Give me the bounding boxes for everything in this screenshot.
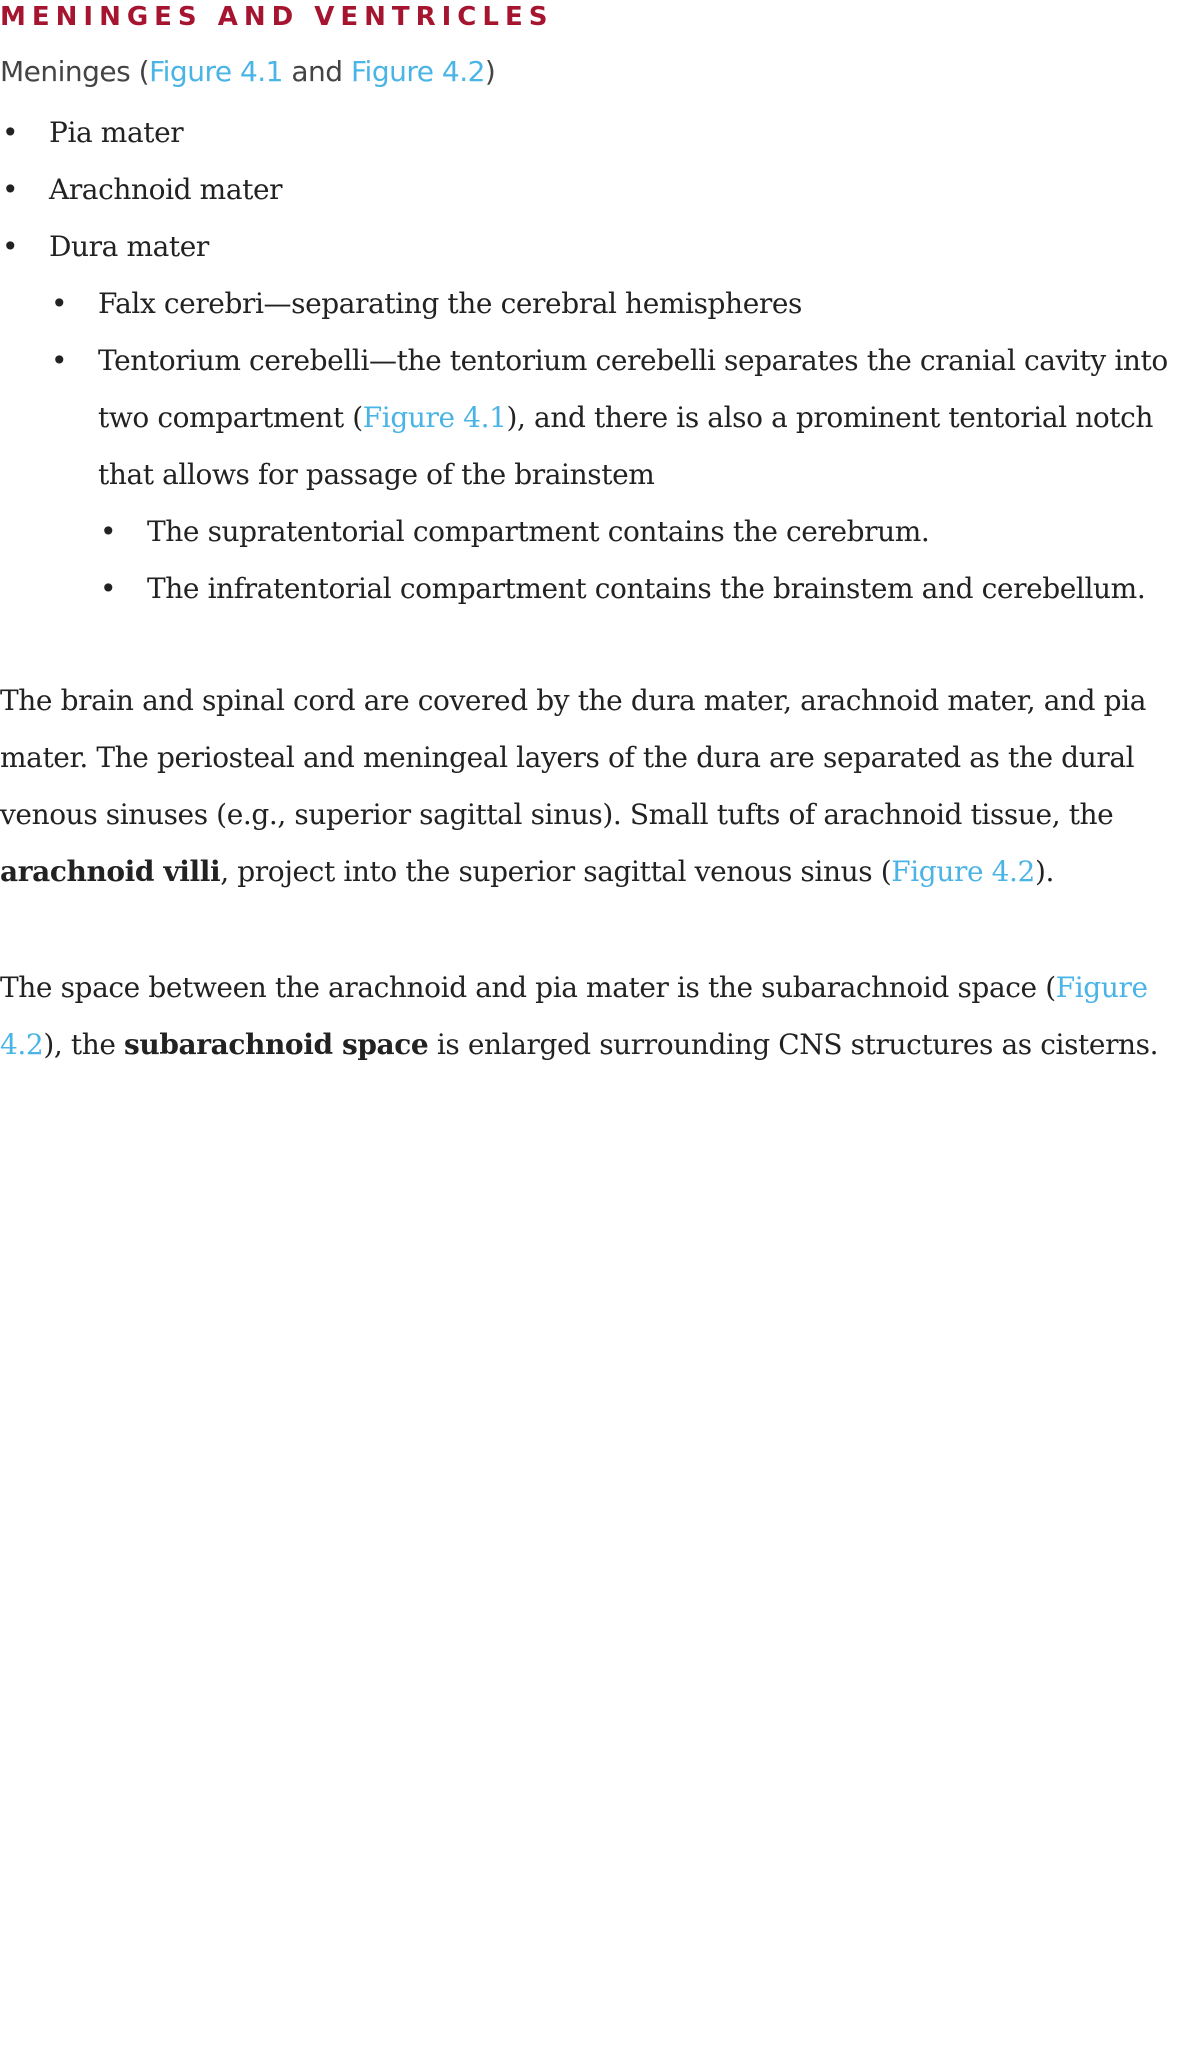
list-item-supratentorial: • The supratentorial compartment contain… xyxy=(98,503,1200,560)
list-item-label: Arachnoid mater xyxy=(49,173,283,206)
section-heading: MENINGES AND VENTRICLES xyxy=(0,2,554,32)
tentorium-text-after: ), and there is also a prominent tentori… xyxy=(98,401,1154,491)
figure-4-2-link[interactable]: Figure 4.2 xyxy=(891,855,1035,888)
list-item-label: The supratentorial compartment contains … xyxy=(147,515,930,548)
bullet-icon: • xyxy=(2,116,19,149)
subheading-prefix: Meninges ( xyxy=(0,55,150,88)
bullet-icon: • xyxy=(100,515,117,548)
paragraph-text: is enlarged surrounding CNS structures a… xyxy=(428,1028,1159,1061)
paragraph-text: ). xyxy=(1034,855,1054,888)
paragraph-text: The brain and spinal cord are covered by… xyxy=(0,684,1147,831)
list-item-label: The infratentorial compartment contains … xyxy=(147,572,1146,605)
paragraph-meninges-coverage: The brain and spinal cord are covered by… xyxy=(0,672,1200,900)
bullet-icon: • xyxy=(51,287,68,320)
list-item-dura-mater: • Dura mater • Falx cerebri—separating t… xyxy=(0,218,1200,617)
meninges-list: • Pia mater • Arachnoid mater • Dura mat… xyxy=(0,104,1200,617)
list-item-label: Pia mater xyxy=(49,116,184,149)
figure-4-1-link[interactable]: Figure 4.1 xyxy=(362,401,507,434)
paragraph-text: ), the xyxy=(43,1028,125,1061)
list-item-label: Tentorium cerebelli—the tentorium cerebe… xyxy=(98,344,1168,491)
tentorium-text-before: Tentorium cerebelli—the tentorium cerebe… xyxy=(98,344,1168,434)
dura-mater-sublist: • Falx cerebri—separating the cerebral h… xyxy=(49,275,1200,617)
bold-term-arachnoid-villi: arachnoid villi xyxy=(0,855,221,888)
paragraph-subarachnoid-space: The space between the arachnoid and pia … xyxy=(0,959,1200,1073)
subheading-suffix: ) xyxy=(484,55,496,88)
list-item-arachnoid-mater: • Arachnoid mater xyxy=(0,161,1200,218)
figure-4-2-link[interactable]: Figure 4.2 xyxy=(350,55,485,88)
list-item-label: Falx cerebri—separating the cerebral hem… xyxy=(98,287,802,320)
list-item-infratentorial: • The infratentorial compartment contain… xyxy=(98,560,1200,617)
paragraph-text: , project into the superior sagittal ven… xyxy=(220,855,892,888)
bold-term-subarachnoid-space: subarachnoid space xyxy=(124,1028,429,1061)
list-item-pia-mater: • Pia mater xyxy=(0,104,1200,161)
tentorium-sublist: • The supratentorial compartment contain… xyxy=(98,503,1200,617)
bullet-icon: • xyxy=(2,230,19,263)
list-item-label: Dura mater xyxy=(49,230,209,263)
list-item-tentorium-cerebelli: • Tentorium cerebelli—the tentorium cere… xyxy=(49,332,1200,617)
bullet-icon: • xyxy=(2,173,19,206)
bullet-icon: • xyxy=(51,344,68,377)
paragraph-text: The space between the arachnoid and pia … xyxy=(0,971,1056,1004)
figure-4-1-link[interactable]: Figure 4.1 xyxy=(149,55,283,88)
bullet-icon: • xyxy=(100,572,117,605)
subheading: Meninges (Figure 4.1 and Figure 4.2) xyxy=(0,52,496,92)
list-item-falx-cerebri: • Falx cerebri—separating the cerebral h… xyxy=(49,275,1200,332)
figure-4-2-link[interactable]: Figure 4.2 xyxy=(0,971,1148,1061)
subheading-middle: and xyxy=(283,55,351,88)
